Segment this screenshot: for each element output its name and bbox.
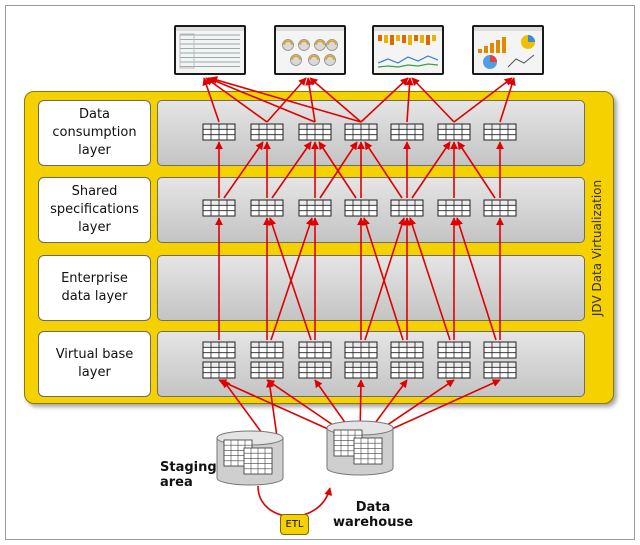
table-icon-consumption-6 bbox=[437, 123, 471, 141]
table-icon-base-bottom-1 bbox=[202, 361, 236, 379]
arrow-shared-to-consumption-11 bbox=[457, 141, 496, 199]
layer-label-virtual-base: Virtual base layer bbox=[38, 331, 151, 397]
table-icon-shared-5 bbox=[390, 199, 424, 217]
layer-label-shared-specifications: Shared specifications layer bbox=[38, 177, 151, 243]
arrow-consumption-to-report-8 bbox=[411, 77, 455, 123]
layer-label-enterprise-data: Enterprise data layer bbox=[38, 255, 151, 321]
table-icon-base-bottom-3 bbox=[298, 361, 332, 379]
report-bar-line bbox=[372, 25, 444, 75]
arrow-shared-to-consumption-5 bbox=[319, 141, 358, 199]
table-icon-shared-6 bbox=[437, 199, 471, 217]
table-icon-base-bottom-6 bbox=[437, 361, 471, 379]
arrow-shared-to-consumption-9 bbox=[411, 141, 451, 199]
table-icon-shared-4 bbox=[344, 199, 378, 217]
arrow-consumption-to-report-9 bbox=[453, 77, 513, 123]
arrow-shared-to-consumption-2 bbox=[223, 141, 264, 199]
arrow-base-to-shared-8 bbox=[362, 217, 404, 341]
table-icon-consumption-2 bbox=[250, 123, 284, 141]
table-icon-consumption-7 bbox=[483, 123, 517, 141]
arrow-consumption-to-report-12 bbox=[207, 77, 316, 123]
table-icon-base-top-7 bbox=[483, 341, 517, 359]
table-icon-consumption-3 bbox=[298, 123, 332, 141]
report-gauges bbox=[274, 25, 346, 75]
arrow-consumption-to-report-4 bbox=[305, 77, 316, 123]
staging-area-database-icon bbox=[216, 430, 284, 486]
arrow-shared-to-consumption-14 bbox=[271, 141, 312, 199]
table-icon-shared-2 bbox=[250, 199, 284, 217]
table-icon-shared-3 bbox=[298, 199, 332, 217]
table-icon-consumption-5 bbox=[390, 123, 424, 141]
table-icon-base-top-1 bbox=[202, 341, 236, 359]
arrow-base-to-shared-11 bbox=[268, 217, 312, 341]
table-icon-shared-7 bbox=[483, 199, 517, 217]
arrow-consumption-to-report-2 bbox=[205, 77, 268, 123]
report-bar-pie bbox=[472, 25, 544, 75]
layer-box-enterprise-data bbox=[157, 255, 585, 321]
arrow-consumption-to-report-11 bbox=[209, 76, 362, 123]
report-table bbox=[174, 25, 246, 75]
table-icon-base-top-5 bbox=[390, 341, 424, 359]
arrow-base-to-shared-12 bbox=[270, 217, 314, 341]
table-icon-base-bottom-4 bbox=[344, 361, 378, 379]
table-icon-consumption-4 bbox=[344, 123, 378, 141]
staging-area-label: Staging area bbox=[160, 460, 217, 490]
arrow-consumption-to-report-6 bbox=[360, 77, 409, 123]
outer-frame bbox=[5, 5, 635, 540]
table-icon-base-top-6 bbox=[437, 341, 471, 359]
data-warehouse-label: Data warehouse bbox=[333, 500, 414, 530]
arrow-shared-to-consumption-13 bbox=[318, 141, 357, 199]
arrow-consumption-to-report-1 bbox=[202, 77, 220, 123]
table-icon-base-bottom-2 bbox=[250, 361, 284, 379]
table-icon-base-bottom-5 bbox=[390, 361, 424, 379]
arrow-consumption-to-report-5 bbox=[309, 77, 362, 123]
data-warehouse-database-icon bbox=[326, 420, 394, 476]
table-icon-consumption-1 bbox=[202, 123, 236, 141]
arrow-consumption-to-report-7 bbox=[405, 77, 414, 123]
layer-label-data-consumption: Data consumption layer bbox=[38, 100, 151, 166]
arrow-consumption-to-report-10 bbox=[499, 77, 516, 123]
arrow-shared-to-consumption-7 bbox=[364, 141, 403, 199]
table-icon-base-top-4 bbox=[344, 341, 378, 359]
table-icon-base-top-3 bbox=[298, 341, 332, 359]
etl-box: ETL bbox=[280, 514, 309, 535]
table-icon-base-bottom-7 bbox=[483, 361, 517, 379]
arrow-base-to-shared-9 bbox=[408, 217, 451, 341]
table-icon-shared-1 bbox=[202, 199, 236, 217]
arrow-base-to-shared-13 bbox=[364, 217, 406, 341]
arrow-base-to-shared-10 bbox=[455, 217, 497, 341]
table-icon-base-top-2 bbox=[250, 341, 284, 359]
etl-arrow bbox=[257, 485, 333, 518]
